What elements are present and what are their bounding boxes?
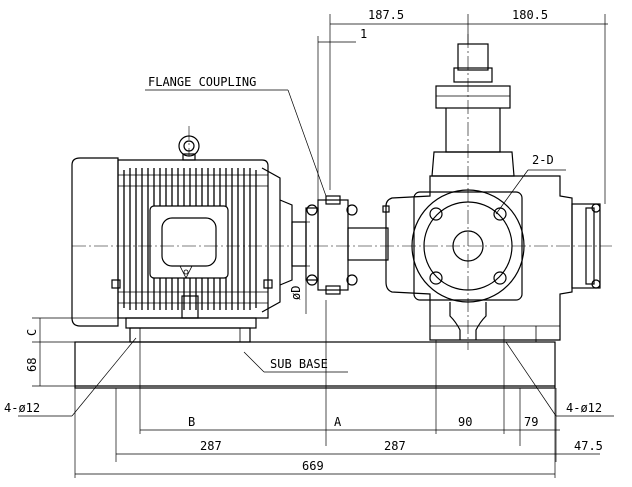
sub-base-label: SUB BASE: [270, 357, 328, 371]
sub-base: [74, 341, 556, 389]
electric-motor: [71, 135, 293, 343]
dimension-lines: [18, 14, 614, 478]
motor-feet: [125, 295, 257, 343]
dim-669: 669: [302, 459, 324, 473]
dim-68: 68: [25, 358, 39, 372]
dim-287-left: 287: [200, 439, 222, 453]
dim-b: B: [188, 415, 195, 429]
dim-c: C: [25, 329, 39, 336]
dim-287-right: 287: [384, 439, 406, 453]
holes-right-label: 4-ø12: [566, 401, 602, 415]
terminal-box: [149, 205, 229, 279]
dim-180-5: 180.5: [512, 8, 548, 22]
gear-pump: [385, 43, 601, 342]
center-lines: [72, 34, 612, 350]
dim-a: A: [334, 415, 342, 429]
dim-47-5: 47.5: [574, 439, 603, 453]
dim-1: 1: [360, 27, 367, 41]
shaft-diameter-label: øD: [289, 286, 303, 300]
dim-79: 79: [524, 415, 538, 429]
dim-187-5: 187.5: [368, 8, 404, 22]
flange-coupling-label: FLANGE COUPLING: [148, 75, 256, 89]
holes-left-label: 4-ø12: [4, 401, 40, 415]
flange-coupling: [291, 195, 390, 295]
relief-valve: [431, 43, 515, 177]
port-label: 2-D: [532, 153, 554, 167]
dim-90: 90: [458, 415, 472, 429]
